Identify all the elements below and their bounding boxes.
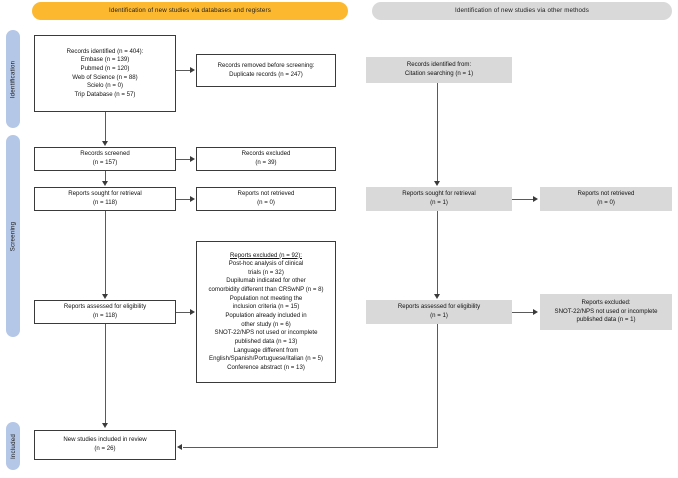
reports-sought-left-line1: Reports sought for retrieval [68,190,142,198]
reports-excluded-reason-2: Dupilumab indicated for other [226,277,306,285]
records-identified-source-2: Web of Science (n = 88) [72,73,138,81]
arrowhead-sought-to-assessed-left [102,294,108,299]
arrowhead-screened-to-excluded [190,156,195,162]
records-identified-source-0: Embase (n = 139) [80,56,130,64]
box-records-screened: Records screened (n = 157) [34,147,176,171]
records-removed-line1: Records removed before screening: [217,61,315,69]
reports-sought-left-line2: (n = 118) [92,199,118,206]
connector-screened-to-excluded [176,159,191,160]
box-records-excluded: Records excluded (n = 39) [196,147,336,171]
arrowhead-citation-to-sought-right [434,181,440,186]
reports-sought-right-line2: (n = 1) [430,199,448,206]
reports-excluded-reason-12: Conference abstract (n = 13) [227,363,305,371]
arrowhead-identified-to-removed [190,67,195,73]
banner-other-methods: Identification of new studies via other … [372,2,672,20]
box-reports-not-retrieved-left: Reports not retrieved (n = 0) [196,187,336,211]
reports-excluded-reason-8: SNOT-22/NPS not used or incomplete [214,329,318,337]
new-studies-included-line1: New studies included in review [63,436,147,444]
reports-not-retrieved-right-line1: Reports not retrieved [577,190,635,198]
arrowhead-assessed-to-excluded-detail [190,309,195,315]
arrowhead-sought-to-not-retrieved-right [533,196,538,202]
box-reports-excluded-detail: Reports excluded (n = 92): Post-hoc anal… [196,241,336,383]
box-reports-not-retrieved-right: Reports not retrieved (n = 0) [540,187,672,211]
reports-excluded-reason-4: Population not meeting the [229,294,303,302]
connector-assessed-to-included [105,324,106,424]
stage-bar-screening: Screening [6,135,20,337]
connector-sought-to-assessed-right [437,211,438,295]
records-removed-line2: Duplicate records (n = 247) [229,70,303,78]
reports-excluded-reason-9: published data (n = 13) [234,337,298,345]
connector-right-to-included-horizontal [183,447,438,448]
records-screened-line2: (n = 157) [92,159,118,166]
records-identified-citation-line1: Records identified from: [406,61,472,69]
box-reports-assessed-right: Reports assessed for eligibility (n = 1) [366,300,512,324]
reports-excluded-detail-title: Reports excluded (n = 92): [230,251,302,259]
reports-not-retrieved-left-line2: (n = 0) [257,199,275,206]
reports-excluded-reason-5: inclusion criteria (n = 15) [232,303,300,311]
box-reports-excluded-right: Reports excluded: SNOT-22/NPS not used o… [540,294,672,330]
stage-label-identification: Identification [9,60,17,98]
box-reports-sought-left: Reports sought for retrieval (n = 118) [34,187,176,211]
records-excluded-line2: (n = 39) [255,159,277,166]
connector-right-to-included-vertical [437,324,438,447]
stage-label-included: Included [9,433,17,459]
reports-excluded-reason-7: other study (n = 6) [241,320,291,328]
connector-identified-to-removed [176,70,191,71]
box-records-identified-citation: Records identified from: Citation search… [366,57,512,83]
reports-excluded-reason-11: English/Spanish/Portuguese/Italian (n = … [209,355,323,363]
box-reports-sought-right: Reports sought for retrieval (n = 1) [366,187,512,211]
stage-bar-included: Included [6,422,20,470]
connector-citation-to-sought-right [437,83,438,181]
reports-excluded-right-line2: SNOT-22/NPS not used or incomplete [554,307,658,315]
box-records-removed: Records removed before screening: Duplic… [196,54,336,87]
box-records-identified: Records identified (n = 404): Embase (n … [34,35,176,112]
connector-identified-to-screened [105,112,106,142]
reports-not-retrieved-right-line2: (n = 0) [597,199,615,206]
reports-excluded-reason-10: Language different from [233,346,299,354]
arrowhead-assessed-to-excluded-right [533,309,538,315]
reports-assessed-right-line2: (n = 1) [430,312,448,319]
stage-bar-identification: Identification [6,30,20,128]
reports-assessed-left-line1: Reports assessed for eligibility [63,303,147,311]
reports-excluded-reason-1: trials (n = 32) [248,268,284,276]
banner-databases-registers: Identification of new studies via databa… [32,2,348,20]
reports-not-retrieved-left-line1: Reports not retrieved [237,190,295,198]
reports-assessed-right-line1: Reports assessed for eligibility [397,303,481,311]
reports-excluded-right-line3: published data (n = 1) [576,316,636,324]
arrowhead-right-to-included [177,444,182,450]
reports-excluded-reason-0: Post-hoc analysis of clinical [228,260,304,268]
new-studies-included-line2: (n = 26) [94,445,116,452]
records-screened-line1: Records screened [80,150,130,158]
stage-label-screening: Screening [9,221,17,251]
connector-sought-to-not-retrieved-right [512,199,534,200]
records-identified-source-1: Pubmed (n = 120) [80,64,130,72]
connector-assessed-to-excluded-right [512,312,534,313]
reports-excluded-reason-3: comorbidity different than CRSwNP (n = 8… [208,286,324,294]
arrowhead-identified-to-screened [102,141,108,146]
reports-excluded-right-line1: Reports excluded: [581,299,631,307]
records-excluded-line1: Records excluded [241,150,291,158]
arrowhead-screened-to-sought [102,181,108,186]
reports-sought-right-line1: Reports sought for retrieval [402,190,476,198]
arrowhead-assessed-to-included [102,423,108,428]
box-new-studies-included: New studies included in review (n = 26) [34,430,176,460]
records-identified-citation-line2: Citation searching (n = 1) [404,70,474,77]
box-reports-assessed-left: Reports assessed for eligibility (n = 11… [34,300,176,324]
connector-sought-to-not-retrieved-left [176,199,191,200]
records-identified-title: Records identified (n = 404): [66,47,144,55]
arrowhead-sought-to-assessed-right [434,294,440,299]
connector-sought-to-assessed-left [105,211,106,295]
records-identified-source-4: Trip Database (n = 57) [74,90,136,98]
connector-assessed-to-excluded-detail [176,312,191,313]
records-identified-source-3: Scielo (n = 0) [86,82,124,90]
reports-excluded-reason-6: Population already included in [225,312,307,319]
reports-assessed-left-line2: (n = 118) [92,312,118,319]
arrowhead-sought-to-not-retrieved-left [190,196,195,202]
connector-screened-to-sought [105,171,106,182]
